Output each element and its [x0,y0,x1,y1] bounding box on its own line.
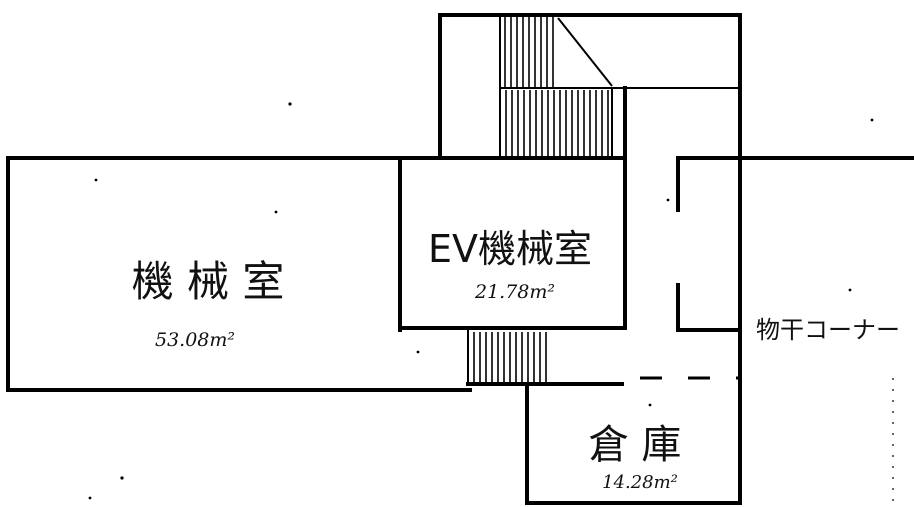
speck [94,178,98,182]
speck [274,210,278,214]
speck [648,403,652,407]
speck [88,496,92,500]
drying-corner: 物干コーナー [640,156,914,505]
lower-stair [466,330,547,386]
ev-machine-room-area: 21.78m² [474,281,555,303]
stair-hatching-upper [504,17,554,88]
storage-area: 14.28m² [602,472,678,493]
stair-tower [438,13,742,160]
stair-hatching-bottom [473,332,547,382]
scan-specks [88,102,874,500]
speck [288,102,292,106]
machine-room: 機 械 室 53.08m² [6,156,627,392]
speck [870,118,874,122]
ev-machine-room: EV機械室 21.78m² [398,86,627,330]
stair-hatching-lower [505,90,609,156]
speck [416,350,420,354]
speck [120,476,124,480]
stair-diagonal [557,17,613,87]
storage-label: 倉 庫 [589,422,682,468]
drying-corner-label: 物干コーナー [756,316,900,344]
ev-machine-room-label: EV機械室 [428,227,592,271]
machine-room-area: 53.08m² [155,329,235,351]
storage-room: 倉 庫 14.28m² [525,382,742,505]
speck [666,198,670,202]
machine-room-label: 機 械 室 [132,257,285,306]
speck [848,288,852,292]
